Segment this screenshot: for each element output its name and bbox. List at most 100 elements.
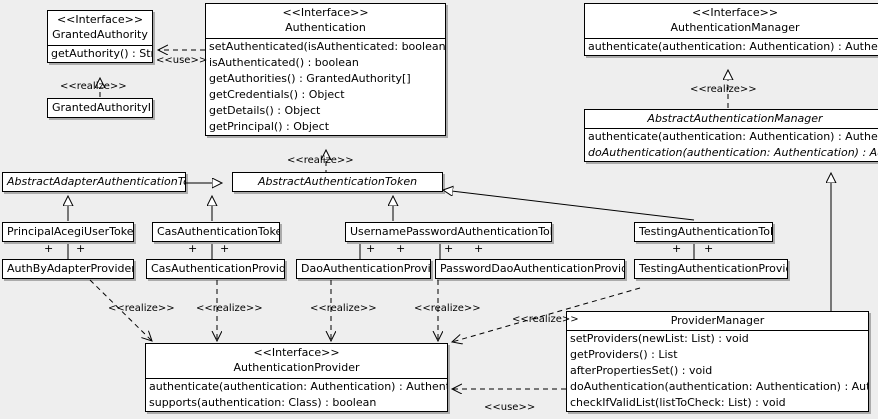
class-box-granted-authority-impl[interactable]: GrantedAuthorityImpl (47, 98, 153, 118)
class-name: AuthenticationManager (670, 21, 800, 34)
edge-label-realize-cas-provider: <<realize>> (196, 303, 263, 314)
class-name: AuthByAdapterProvider (7, 262, 134, 275)
class-header: <<Interface>> AuthenticationProvider (146, 344, 447, 379)
class-header: DaoAuthenticationProvider (297, 260, 430, 278)
association-plus-marker: + (444, 242, 454, 255)
class-name: PasswordDaoAuthenticationProvider (440, 262, 625, 275)
class-header: AbstractAuthenticationManager (585, 110, 878, 129)
class-member: getProviders() : List (570, 348, 678, 361)
class-members: setProviders(newList: List) : void getPr… (567, 331, 868, 411)
class-name: GrantedAuthorityImpl (52, 101, 152, 114)
class-member: supports(authentication: Class) : boolea… (149, 396, 377, 409)
class-member: getPrincipal() : Object (209, 120, 330, 133)
class-header: AbstractAdapterAuthenticationToken (3, 173, 185, 191)
class-box-abstract-adapter-authentication-token[interactable]: AbstractAdapterAuthenticationToken (2, 172, 186, 192)
class-header: <<Interface>> AuthenticationManager (585, 4, 878, 39)
class-header: UsernamePasswordAuthenticationToken (346, 223, 551, 241)
edge-label-use-granted-authority: <<use>> (156, 55, 208, 66)
edge-label-realize-password-dao-provider: <<realize>> (414, 303, 481, 314)
class-header: PrincipalAcegiUserToken (3, 223, 133, 241)
class-member: getCredentials() : Object (209, 88, 345, 101)
class-box-testing-authentication-token[interactable]: TestingAuthenticationToken (634, 222, 773, 242)
association-plus-marker: + (474, 242, 484, 255)
class-name: UsernamePasswordAuthenticationToken (350, 225, 552, 238)
edge-label-realize-granted-authority: <<realize>> (60, 81, 127, 92)
class-members: authenticate(authentication: Authenticat… (585, 129, 878, 161)
class-name: AbstractAuthenticationToken (257, 175, 418, 188)
association-plus-marker: + (704, 242, 714, 255)
class-box-abstract-authentication-manager[interactable]: AbstractAuthenticationManager authentica… (584, 109, 878, 162)
class-member: getAuthority() : String (51, 47, 152, 60)
class-name: Authentication (285, 21, 366, 34)
class-box-cas-authentication-token[interactable]: CasAuthenticationToken (152, 222, 280, 242)
stereotype-label: <<Interface>> (282, 6, 369, 19)
edge-label-use-authentication-provider: <<use>> (484, 402, 536, 413)
class-name: GrantedAuthority (52, 28, 148, 41)
class-header: PasswordDaoAuthenticationProvider (436, 260, 624, 278)
class-header: ProviderManager (567, 312, 868, 331)
class-box-password-dao-authentication-provider[interactable]: PasswordDaoAuthenticationProvider (435, 259, 625, 279)
class-member: doAuthentication(authentication: Authent… (570, 380, 869, 393)
class-members: authenticate(authentication: Authenticat… (146, 379, 447, 411)
class-name: TestingAuthenticationProvider (639, 262, 788, 275)
stereotype-label: <<Interface>> (56, 13, 144, 26)
association-plus-marker: + (672, 242, 682, 255)
class-box-provider-manager[interactable]: ProviderManager setProviders(newList: Li… (566, 311, 869, 412)
class-name: CasAuthenticationToken (157, 225, 280, 238)
association-plus-marker: + (44, 242, 54, 255)
class-member: authenticate(authentication: Authenticat… (588, 130, 878, 143)
association-plus-marker: + (396, 242, 406, 255)
stereotype-label: <<Interface>> (253, 346, 340, 359)
class-member: getAuthorities() : GrantedAuthority[] (209, 72, 411, 85)
class-box-username-password-authentication-token[interactable]: UsernamePasswordAuthenticationToken (345, 222, 552, 242)
class-member: getDetails() : Object (209, 104, 321, 117)
class-box-principal-acegi-user-token[interactable]: PrincipalAcegiUserToken (2, 222, 134, 242)
class-header: <<Interface>> Authentication (206, 4, 445, 39)
class-box-granted-authority[interactable]: <<Interface>> GrantedAuthority getAuthor… (47, 10, 153, 63)
class-header: CasAuthenticationProvider (147, 260, 284, 278)
class-header: GrantedAuthorityImpl (48, 99, 152, 117)
class-box-dao-authentication-provider[interactable]: DaoAuthenticationProvider (296, 259, 431, 279)
class-name: TestingAuthenticationToken (639, 225, 772, 238)
class-name: CasAuthenticationProvider (151, 262, 285, 275)
class-members: setAuthenticated(isAuthenticated: boolea… (206, 39, 445, 135)
class-header: TestingAuthenticationToken (635, 223, 772, 241)
association-plus-marker: + (366, 242, 376, 255)
class-member: doAuthentication(authentication: Authent… (588, 146, 878, 159)
class-name: PrincipalAcegiUserToken (7, 225, 134, 238)
class-name: AbstractAdapterAuthenticationToken (7, 175, 185, 188)
class-member: authenticate(authentication: Authenticat… (588, 40, 878, 53)
class-name: ProviderManager (670, 314, 765, 327)
edge-label-realize-testing-provider: <<realize>> (512, 314, 579, 325)
edge-label-realize-authentication: <<realize>> (287, 155, 354, 166)
association-plus-marker: + (76, 242, 86, 255)
class-name: AbstractAuthenticationManager (647, 112, 823, 125)
class-header: AbstractAuthenticationToken (233, 173, 442, 191)
class-member: afterPropertiesSet() : void (570, 364, 713, 377)
class-member: checkIfValidList(listToCheck: List) : vo… (570, 396, 786, 409)
edge-label-realize-auth-by-adapter: <<realize>> (108, 303, 175, 314)
class-name: AuthenticationProvider (233, 361, 360, 374)
class-header: AuthByAdapterProvider (3, 260, 133, 278)
class-box-authentication-manager[interactable]: <<Interface>> AuthenticationManager auth… (584, 3, 878, 56)
class-members: authenticate(authentication: Authenticat… (585, 39, 878, 55)
class-member: setProviders(newList: List) : void (570, 332, 749, 345)
class-member: authenticate(authentication: Authenticat… (149, 380, 448, 393)
class-box-authentication[interactable]: <<Interface>> Authentication setAuthenti… (205, 3, 446, 136)
class-box-abstract-authentication-token[interactable]: AbstractAuthenticationToken (232, 172, 443, 192)
edge-label-realize-dao-provider: <<realize>> (310, 303, 377, 314)
edge-label-realize-authentication-manager: <<realize>> (690, 84, 757, 95)
class-box-testing-authentication-provider[interactable]: TestingAuthenticationProvider (634, 259, 788, 279)
class-box-authentication-provider[interactable]: <<Interface>> AuthenticationProvider aut… (145, 343, 448, 412)
class-members: getAuthority() : String (48, 46, 152, 62)
class-member: setAuthenticated(isAuthenticated: boolea… (209, 40, 446, 53)
stereotype-label: <<Interface>> (691, 6, 779, 19)
association-plus-marker: + (220, 242, 230, 255)
class-member: isAuthenticated() : boolean (209, 56, 359, 69)
class-header: TestingAuthenticationProvider (635, 260, 787, 278)
class-box-auth-by-adapter-provider[interactable]: AuthByAdapterProvider (2, 259, 134, 279)
association-plus-marker: + (188, 242, 198, 255)
class-name: DaoAuthenticationProvider (301, 262, 431, 275)
class-box-cas-authentication-provider[interactable]: CasAuthenticationProvider (146, 259, 285, 279)
